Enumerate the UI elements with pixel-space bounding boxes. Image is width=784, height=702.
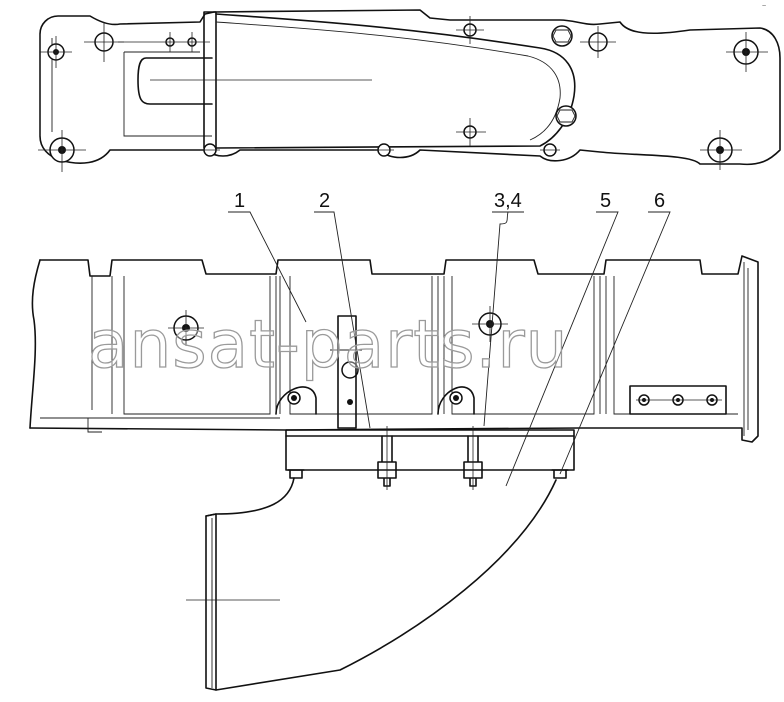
callout-5: 5 <box>505 190 619 487</box>
callout-2: 2 <box>314 190 371 429</box>
corner-mark: ~ <box>762 3 766 10</box>
callout-label-1: 1 <box>234 190 245 212</box>
side-view <box>29 255 759 691</box>
callout-label-3-4: 3,4 <box>494 190 522 212</box>
top-view <box>38 9 781 172</box>
callout-label-6: 6 <box>654 190 665 212</box>
callout-label-5: 5 <box>600 190 611 212</box>
callout-label-2: 2 <box>319 190 330 212</box>
callout-1: 1 <box>228 190 307 323</box>
callout-6: 6 <box>559 190 671 475</box>
callout-3-4: 3,4 <box>483 190 524 427</box>
